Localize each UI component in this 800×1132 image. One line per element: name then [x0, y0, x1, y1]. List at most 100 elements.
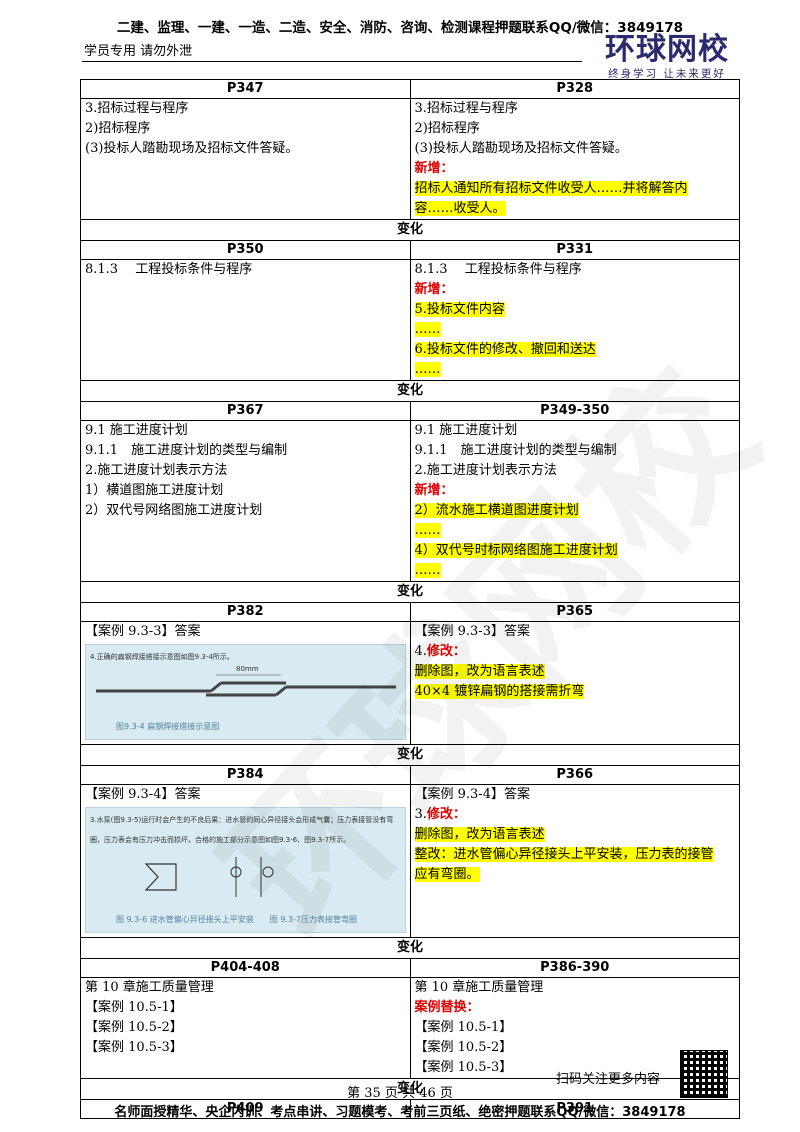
highlighted-text: 40×4 镀锌扁钢的搭接需折弯 [414, 684, 585, 699]
new-page-ref: P391 [409, 1099, 740, 1119]
change-label-line: 新增： [415, 159, 736, 179]
highlighted-text: 4）双代号时标网络图施工进度计划 [414, 543, 618, 558]
figure-dimension: 80mm [236, 665, 259, 673]
content-row: 【案例 9.3-4】答案 3.水泵(图9.3-5)运行时会产生的不良后果：进水管的… [80, 784, 740, 938]
new-page-ref: P331 [409, 240, 740, 260]
old-line: 【案例 9.3-3】答案 [85, 624, 201, 639]
change-row: 变化 [80, 581, 740, 603]
old-line: 【案例 10.5-1】 [85, 1000, 183, 1015]
old-line: 3.招标过程与程序 [85, 101, 189, 116]
highlighted-text: …… [414, 523, 441, 538]
old-content: 8.1.3 工程投标条件与程序 [80, 259, 411, 381]
highlighted-text: …… [414, 362, 441, 377]
change-marker: 变化 [80, 581, 740, 603]
new-page-ref: P328 [409, 79, 740, 99]
old-line: 1）横道图施工进度计划 [85, 483, 224, 498]
change-label-line: 案例替换： [415, 998, 736, 1018]
highlight-line: 6.投标文件的修改、撤回和送达 [414, 340, 736, 360]
old-page-ref: P409 [80, 1099, 411, 1119]
highlight-line: …… [414, 521, 736, 541]
logo-text: 环球网校 [605, 32, 729, 67]
old-line: 【案例 10.5-3】 [85, 1040, 183, 1055]
change-label: 新增： [414, 282, 454, 297]
highlight-line: …… [414, 360, 736, 380]
highlighted-text: …… [414, 322, 441, 337]
new-line: 3.招标过程与程序 [414, 101, 518, 116]
old-line: 2.施工进度计划表示方法 [85, 463, 228, 478]
highlighted-text: 删除图，改为语言表述 [414, 827, 545, 842]
old-content: 【案例 9.3-3】答案 4.正确的扁钢焊接搭接示意图如图9.3-4所示。80mm… [80, 621, 411, 745]
qr-caption: 扫码关注更多内容 [556, 1072, 661, 1087]
change-label-line: 新增： [415, 280, 736, 300]
old-line: 9.1 施工进度计划 [85, 423, 188, 438]
highlight-line: 5.投标文件内容 [414, 300, 736, 320]
old-page-ref: P384 [80, 765, 411, 785]
old-page-ref: P367 [80, 401, 411, 421]
highlighted-text: 招标人通知所有招标文件收受人……并将解答内 [414, 181, 688, 196]
highlight-line: 删除图，改为语言表述 [414, 825, 736, 845]
change-marker: 变化 [80, 380, 740, 402]
highlight-line: 删除图，改为语言表述 [414, 662, 736, 682]
old-line: 第 10 章施工质量管理 [85, 980, 214, 995]
figure-caption: 图9.3-4 扁钢焊接搭接示意图 [116, 722, 220, 731]
highlight-line: …… [414, 320, 736, 340]
figure-image: 3.水泵(图9.3-5)运行时会产生的不良后果：进水管的同心异径接头会形成气囊；… [85, 807, 406, 933]
change-number: 3. [414, 807, 427, 822]
change-label: 修改： [426, 807, 466, 822]
change-label: 修改： [426, 644, 466, 659]
figure-text: 3.水泵(图9.3-5)运行时会产生的不良后果：进水管的同心异径接头会形成气囊；… [90, 816, 394, 844]
new-line: 2.施工进度计划表示方法 [414, 463, 557, 478]
bottom-banner: 名师面授精华、央企内训、考点串讲、习题模考、考前三页纸、绝密押题联系QQ/微信：… [114, 1105, 686, 1120]
old-content: 【案例 9.3-4】答案 3.水泵(图9.3-5)运行时会产生的不良后果：进水管的… [80, 784, 411, 938]
highlight-line: 容……收受人。 [414, 199, 736, 219]
highlighted-text: 容……收受人。 [414, 201, 506, 216]
highlight-line: 应有弯圈。 [414, 865, 736, 885]
qr-code-icon[interactable] [680, 1050, 728, 1098]
highlighted-text: 6.投标文件的修改、撤回和送达 [414, 342, 596, 357]
confidential-note: 学员专用 请勿外泄 [84, 44, 193, 59]
highlighted-text: 删除图，改为语言表述 [414, 664, 545, 679]
figure-caption: 图 9.3-6 进水管偏心异径接头上平安装 图 9.3-7压力表接管弯圈 [116, 915, 358, 924]
new-line: 【案例 10.5-3】 [414, 1060, 513, 1075]
old-line: 【案例 9.3-4】答案 [85, 787, 201, 802]
change-label-line: 4.修改： [415, 642, 736, 662]
content-row: 第 10 章施工质量管理【案例 10.5-1】【案例 10.5-2】【案例 10… [80, 977, 740, 1079]
old-page-ref: P350 [80, 240, 411, 260]
old-page-ref: P382 [80, 602, 411, 622]
new-line: 【案例 9.3-3】答案 [414, 624, 530, 639]
highlighted-text: 5.投标文件内容 [414, 302, 505, 317]
new-line: 9.1 施工进度计划 [414, 423, 518, 438]
figure-text: 4.正确的扁钢焊接搭接示意图如图9.3-4所示。 [90, 653, 234, 661]
top-banner: 二建、监理、一建、一造、二造、安全、消防、咨询、检测课程押题联系QQ/微信：38… [116, 20, 684, 36]
change-label-line: 新增： [415, 481, 736, 501]
figure-drawing [96, 674, 396, 697]
change-label: 新增： [414, 161, 454, 176]
highlight-line: …… [414, 561, 736, 581]
content-row: 【案例 9.3-3】答案 4.正确的扁钢焊接搭接示意图如图9.3-4所示。80mm… [80, 621, 740, 745]
change-label-line: 3.修改： [415, 805, 736, 825]
new-page-ref: P366 [409, 765, 740, 785]
new-line: 2)招标程序 [414, 121, 480, 136]
new-line: 【案例 9.3-4】答案 [414, 787, 530, 802]
highlight-line: 40×4 镀锌扁钢的搭接需折弯 [414, 682, 736, 702]
figure-drawing [144, 857, 274, 897]
change-marker: 变化 [80, 219, 740, 241]
change-row: 变化 [80, 380, 740, 402]
new-page-ref: P386-390 [409, 958, 740, 978]
page-number: 第 35 页 共 46 页 [347, 1086, 453, 1101]
new-content: 8.1.3 工程投标条件与程序新增：5.投标文件内容……6.投标文件的修改、撤回… [409, 259, 740, 381]
